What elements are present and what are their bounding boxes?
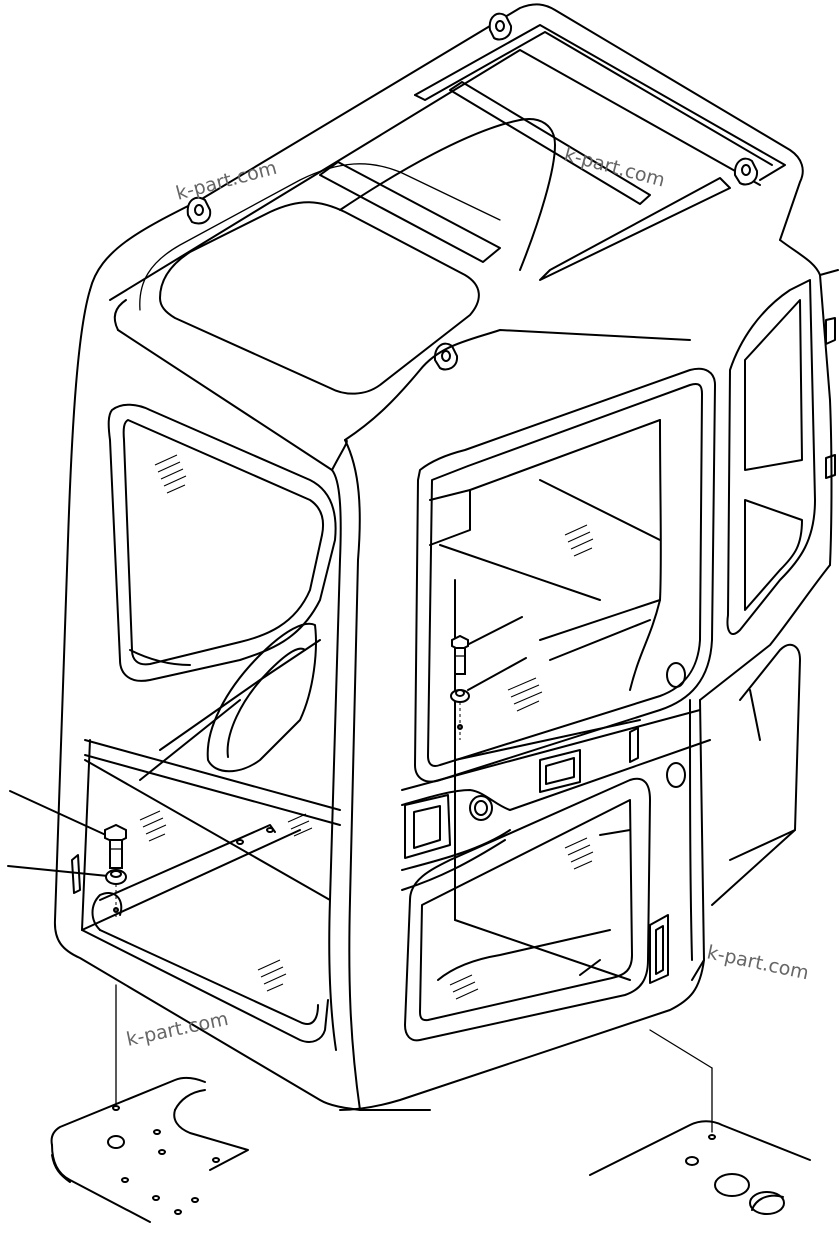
watermark-text: k-part.com xyxy=(124,1008,230,1051)
right-side-panel xyxy=(339,279,836,1111)
glass-hatch-left-lower xyxy=(139,810,313,992)
lifting-eye-1 xyxy=(186,196,212,225)
bolt-icon xyxy=(104,823,127,869)
watermarks: k-part.com k-part.com k-part.com k-part.… xyxy=(124,144,810,1051)
lifting-eye-3 xyxy=(733,157,759,186)
front-lower-window xyxy=(404,699,669,1042)
leader-line-washer-left xyxy=(7,865,109,877)
front-crossbar xyxy=(401,709,711,891)
cab-frame xyxy=(53,239,839,1111)
watermark-text: k-part.com xyxy=(174,157,280,205)
washer-icon xyxy=(450,689,470,703)
lifting-eye-2 xyxy=(488,12,513,41)
mounting-plate-left xyxy=(50,984,249,1223)
leader-line-bolt-left xyxy=(9,790,109,837)
mounting-plate-right xyxy=(589,1029,811,1215)
leader-line-washer-right xyxy=(467,657,527,691)
front-upper-window xyxy=(414,367,716,788)
bolt-icon xyxy=(451,634,469,675)
cab-roof xyxy=(89,3,804,471)
watermark-text: k-part.com xyxy=(562,144,668,192)
glass-hatch-front-lower xyxy=(449,837,594,1000)
bolt-assembly-left xyxy=(7,790,127,918)
bolt-assembly-right xyxy=(450,616,527,740)
washer-icon xyxy=(105,869,127,885)
left-side-window xyxy=(107,403,337,682)
leader-line-bolt-right xyxy=(466,616,523,646)
lifting-eye-4 xyxy=(433,342,459,371)
glass-hatch-front xyxy=(507,524,594,712)
watermark-text: k-part.com xyxy=(705,941,811,984)
glass-hatch-left xyxy=(154,454,187,494)
left-lower-window xyxy=(71,622,341,1043)
